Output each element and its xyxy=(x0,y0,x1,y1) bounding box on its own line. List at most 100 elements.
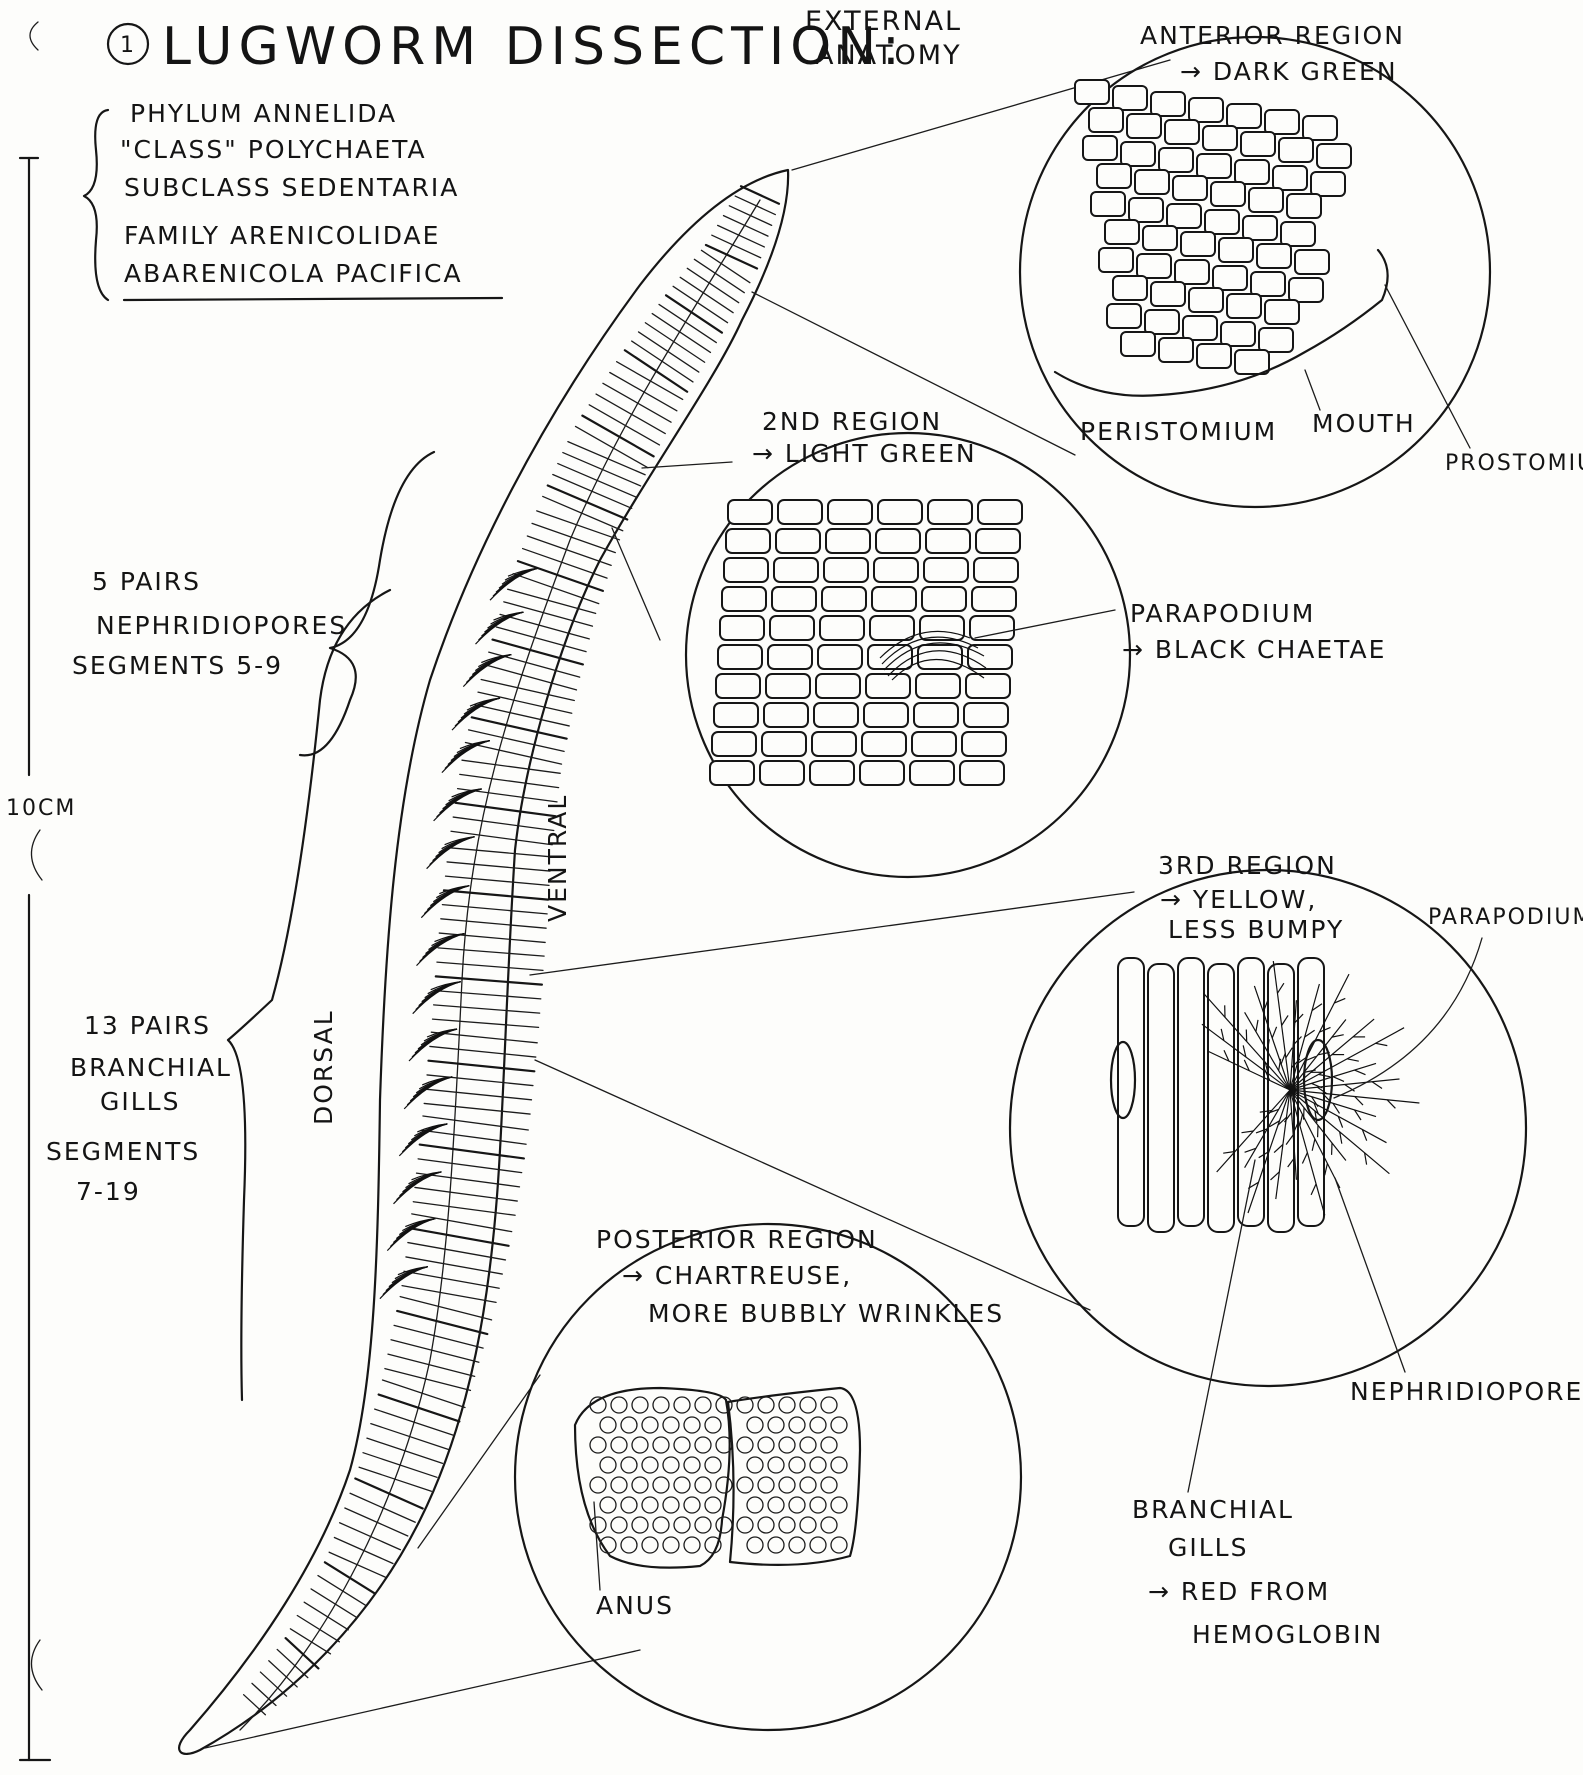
segment-ring xyxy=(325,1562,375,1593)
posterior-leader-bottom xyxy=(205,1650,640,1748)
anterior-cell xyxy=(1295,250,1329,274)
bubble xyxy=(810,1457,826,1473)
segment-ring xyxy=(423,1116,528,1130)
second-leader-top xyxy=(642,462,732,468)
gill-twig xyxy=(1376,1043,1388,1045)
bubble xyxy=(674,1517,690,1533)
segment-ring xyxy=(548,485,627,519)
bubble xyxy=(684,1417,700,1433)
taxonomy-underline xyxy=(124,298,502,300)
anterior-cell xyxy=(1265,110,1299,134)
bubble xyxy=(695,1517,711,1533)
anterior-cell xyxy=(1159,148,1193,172)
parapodium-label-2nd: PARAPODIUM xyxy=(1130,599,1315,628)
second-cell xyxy=(712,732,756,756)
segment-ring xyxy=(334,1537,393,1563)
segment-ring xyxy=(431,1032,537,1043)
bubble xyxy=(716,1477,732,1493)
second-cell xyxy=(818,645,862,669)
anterior-cell xyxy=(1083,136,1117,160)
gill-twig xyxy=(1347,1059,1359,1061)
anterior-cell xyxy=(1113,276,1147,300)
bubble xyxy=(611,1437,627,1453)
bubble xyxy=(684,1537,700,1553)
taxonomy-species: ABARENICOLA PACIFICA xyxy=(124,259,463,288)
second-cell xyxy=(710,761,754,785)
second-cell xyxy=(966,674,1010,698)
second-cell xyxy=(822,587,866,611)
bubble xyxy=(653,1477,669,1493)
bubble xyxy=(642,1417,658,1433)
gill-filament xyxy=(442,741,490,773)
second-cell xyxy=(810,761,854,785)
anterior-cell xyxy=(1089,108,1123,132)
anterior-cell xyxy=(1175,260,1209,284)
bubble xyxy=(831,1457,847,1473)
anterior-cell xyxy=(1221,322,1255,346)
gill-filament xyxy=(479,612,524,640)
second-cell xyxy=(860,761,904,785)
segment-ring xyxy=(723,216,768,237)
bubble xyxy=(758,1517,774,1533)
bubble xyxy=(789,1537,805,1553)
segment-ring xyxy=(420,1145,524,1159)
bubble xyxy=(674,1437,690,1453)
anterior-cell xyxy=(1213,266,1247,290)
bubble xyxy=(621,1457,637,1473)
second-cell xyxy=(872,587,916,611)
gills-brace xyxy=(228,590,390,1400)
second-cell xyxy=(714,703,758,727)
second-cell xyxy=(866,674,910,698)
bubble xyxy=(737,1477,753,1493)
gills-segments-label: SEGMENTS xyxy=(46,1137,200,1166)
bubble xyxy=(600,1417,616,1433)
bubble xyxy=(768,1497,784,1513)
second-cell xyxy=(978,500,1022,524)
second-cell xyxy=(828,500,872,524)
anterior-cell xyxy=(1197,344,1231,368)
second-cell xyxy=(968,645,1012,669)
anterior-cell xyxy=(1099,248,1133,272)
gill-filament xyxy=(412,1029,457,1057)
anterior-cell xyxy=(1219,238,1253,262)
segment-ring xyxy=(318,1576,366,1606)
bubble xyxy=(747,1497,763,1513)
gill-filament xyxy=(430,837,475,865)
anterior-cell xyxy=(1287,194,1321,218)
bubble xyxy=(737,1517,753,1533)
second-cell xyxy=(926,529,970,553)
bubble xyxy=(705,1537,721,1553)
anterior-cell xyxy=(1317,144,1351,168)
second-cell xyxy=(976,529,1020,553)
bubble xyxy=(611,1477,627,1493)
segment-ring xyxy=(363,1453,437,1478)
segment-ring xyxy=(718,225,765,247)
bubble xyxy=(684,1457,700,1473)
third-region-color-2: LESS BUMPY xyxy=(1168,915,1344,944)
bubble xyxy=(684,1497,700,1513)
segment-ring xyxy=(553,475,632,509)
scale-bar: 10CM xyxy=(6,158,76,1760)
anterior-cell xyxy=(1227,294,1261,318)
segment-ring xyxy=(508,589,596,613)
prostomium-label: PROSTOMIUM xyxy=(1445,451,1583,476)
bubble xyxy=(779,1477,795,1493)
anterior-region-title: ANTERIOR REGION xyxy=(1140,21,1405,50)
anterior-cell xyxy=(1121,332,1155,356)
segment-ring xyxy=(558,464,636,498)
chaetae-label: → BLACK CHAETAE xyxy=(1122,635,1386,664)
segment-ring xyxy=(435,991,541,999)
anterior-cell xyxy=(1249,188,1283,212)
dorsal-label: DORSAL xyxy=(309,1009,338,1125)
taxonomy-family: FAMILY ARENICOLIDAE xyxy=(124,221,440,250)
anterior-cell xyxy=(1181,232,1215,256)
third-column xyxy=(1118,958,1144,1226)
second-cell xyxy=(912,732,956,756)
second-leader-bottom xyxy=(612,528,660,640)
anterior-cell xyxy=(1151,92,1185,116)
title-number: 1 xyxy=(120,33,136,58)
segment-ring xyxy=(418,1159,522,1173)
second-cell xyxy=(720,616,764,640)
segment-ring xyxy=(432,1019,538,1027)
bubble xyxy=(663,1457,679,1473)
